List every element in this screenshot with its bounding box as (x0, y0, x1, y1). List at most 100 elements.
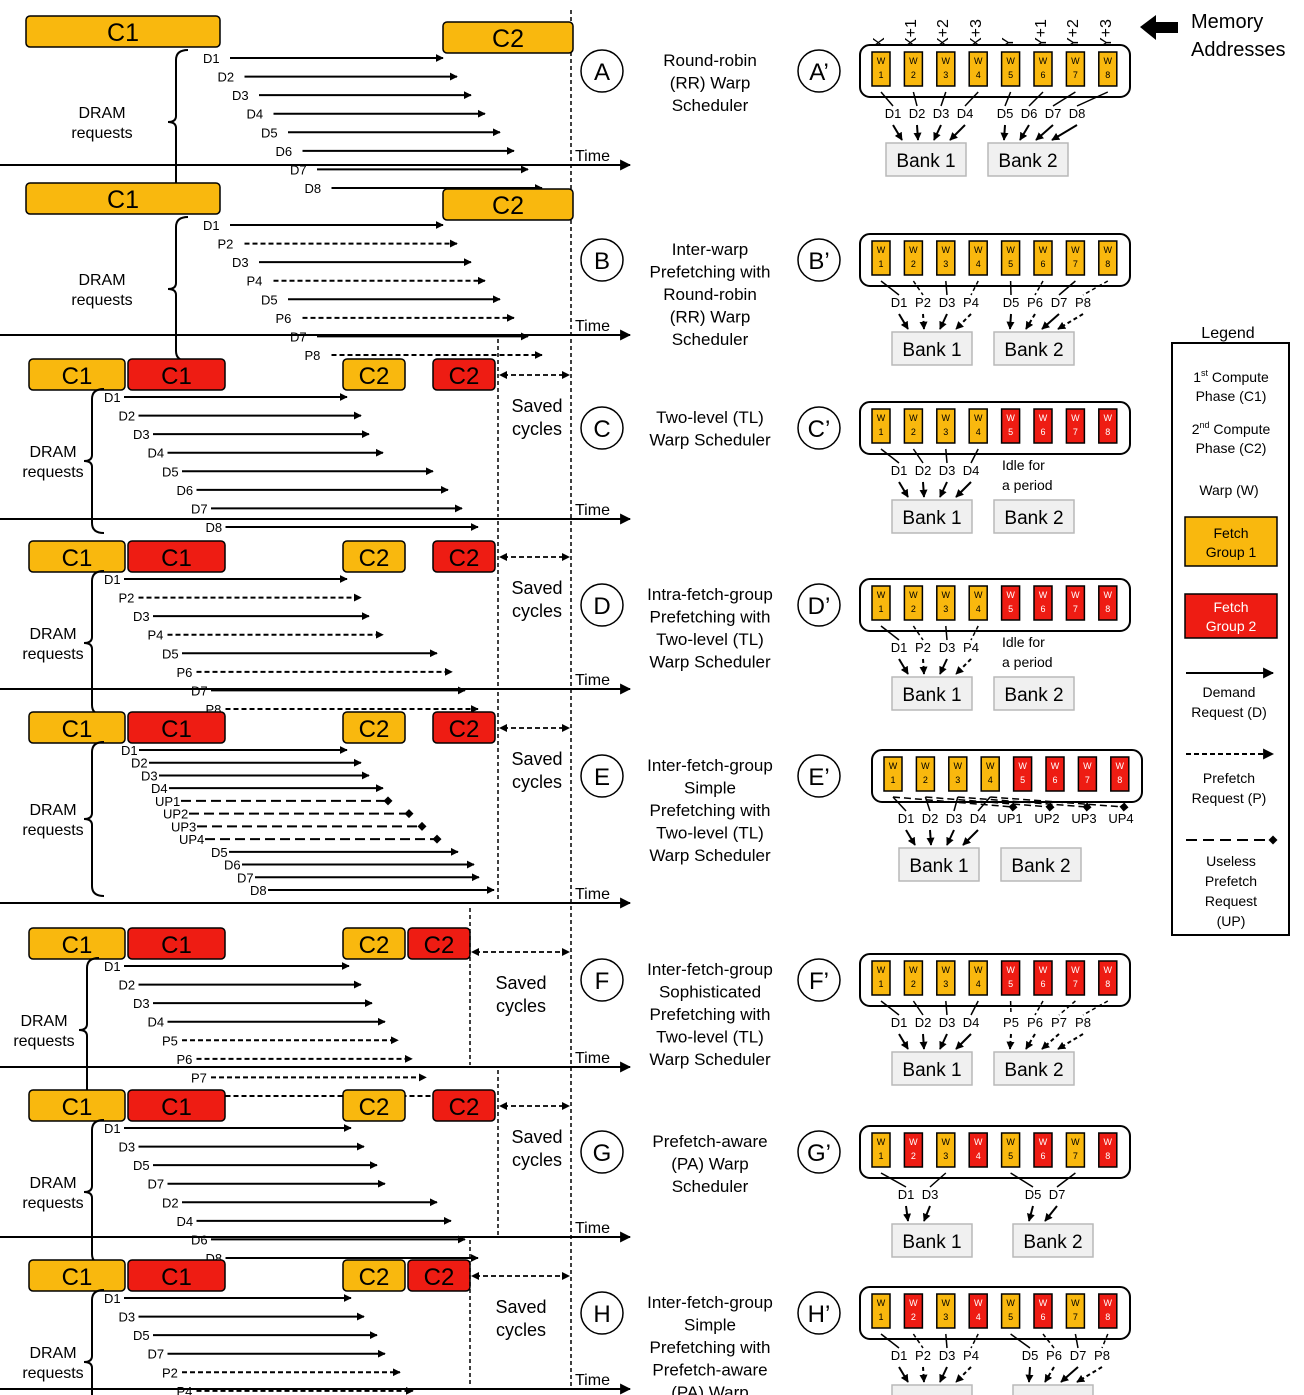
warp-number: 3 (943, 604, 948, 614)
warp-number: 6 (1040, 259, 1045, 269)
legend-fetch-group1-line2: Group 1 (1206, 544, 1257, 560)
bank-demand-arrow (946, 829, 955, 846)
warp-number: 7 (1073, 427, 1078, 437)
warp-number: 5 (1020, 775, 1025, 785)
legend-c1-line1: 1st Compute (1193, 368, 1269, 385)
warp-row (859, 44, 1131, 98)
bank-demand-arrow (1041, 313, 1060, 330)
bank-request-label: D1 (891, 1348, 908, 1363)
compute-phase-box (432, 1089, 496, 1122)
dram-requests-label-line2: requests (71, 292, 132, 309)
bank-request-label: D1 (885, 106, 902, 121)
warp-letter: W (877, 965, 886, 975)
warp-box (968, 1293, 988, 1329)
warp-letter: W (974, 965, 983, 975)
panel-letter: H (593, 1301, 610, 1328)
bank-request-label: D1 (898, 1187, 915, 1202)
compute-phase-label: C1 (107, 19, 139, 47)
warp-letter: W (1051, 761, 1060, 771)
panel-letter: G (593, 1140, 612, 1167)
useless-prefetch-label: UP1 (997, 811, 1022, 826)
warp-box (968, 51, 988, 87)
warp-box (1077, 756, 1098, 792)
panel-letter-circle (580, 583, 624, 627)
bank-request-label: D3 (922, 1187, 939, 1202)
bank-panel-letter: C’ (808, 416, 831, 443)
time-axis-label: Time (575, 672, 610, 689)
compute-phase-label: C2 (359, 363, 390, 390)
warp-box (936, 408, 956, 444)
compute-phase-box (25, 15, 221, 48)
warp-box (1000, 1293, 1021, 1329)
compute-phase-label: C2 (359, 1264, 390, 1291)
warp-to-request-connector (880, 91, 894, 107)
bank2-label: Bank 2 (1004, 340, 1063, 361)
bank-request-label: D3 (939, 640, 956, 655)
warp-letter: W (1104, 245, 1113, 255)
warp-letter: W (1104, 1298, 1113, 1308)
warp-to-request-connector (1058, 1000, 1076, 1016)
warp-box (1098, 585, 1118, 621)
warp-number: 1 (878, 1151, 883, 1161)
bank-demand-arrow (1035, 124, 1054, 141)
bank-prefetch-arrow (919, 658, 928, 675)
warp-letter: W (1039, 1137, 1048, 1147)
warp-number: 6 (1040, 1312, 1045, 1322)
legend-fetch-group2-line1: Fetch (1213, 599, 1248, 615)
warp-box (1033, 960, 1053, 996)
dram-requests-label-line2: requests (71, 125, 132, 142)
warp-to-request-connector (945, 1000, 948, 1016)
panel-letter-circle (580, 406, 624, 450)
bank-request-label: D7 (1049, 1187, 1066, 1202)
panel-letter-circle (580, 754, 624, 798)
bank1-label: Bank 1 (909, 856, 968, 877)
bank-prefetch-arrow (955, 313, 972, 330)
panel-f: C1C1C2C2DRAMrequestsD1D2D3D4P5P6P7P8Time… (0, 908, 1131, 1104)
warp-number: 8 (1105, 70, 1110, 80)
bank-request-label: D4 (957, 106, 974, 121)
scheduler-description-line: Intra-fetch-group (647, 585, 773, 604)
warp-number: 8 (1105, 1312, 1110, 1322)
warp-letter: W (1104, 1137, 1113, 1147)
dram-requests-brace (167, 49, 189, 195)
bank-request-label: D8 (1069, 106, 1086, 121)
warp-letter: W (974, 590, 983, 600)
compute-phase-box (25, 182, 221, 215)
request-label: D4 (247, 107, 264, 122)
compute-phase-box (127, 927, 226, 960)
warp-to-request-connector (1052, 91, 1076, 107)
panel-letter-circle (580, 238, 624, 282)
request-label: P4 (247, 274, 263, 289)
compute-phase-box (28, 540, 126, 573)
bank-panel-letter-circle (797, 754, 841, 798)
bank-demand-arrow (939, 1366, 948, 1383)
panel-letter: E (594, 764, 610, 791)
bank1-box (891, 499, 973, 534)
warp-box (1033, 585, 1053, 621)
bank-request-label: D2 (909, 106, 926, 121)
time-axis-label: Time (575, 148, 610, 165)
scheduler-description-line: Prefetch-aware (652, 1132, 767, 1151)
warp-number: 1 (878, 259, 883, 269)
compute-phase-label: C2 (359, 716, 390, 743)
bank2-box (1012, 1384, 1094, 1395)
warp-box (1033, 1132, 1053, 1168)
compute-phase-box (442, 21, 574, 54)
warp-number: 5 (1008, 259, 1013, 269)
warp-to-request-connector (945, 1333, 948, 1349)
saved-cycles-label-line2: cycles (512, 419, 562, 439)
scheduler-description-line: Two-level (TL) (656, 1028, 764, 1047)
warp-number: 2 (911, 427, 916, 437)
bank-request-label: P8 (1094, 1348, 1110, 1363)
compute-phase-label: C2 (424, 932, 455, 959)
request-label: P8 (305, 348, 321, 363)
bank1-box (885, 142, 967, 177)
compute-phase-label: C2 (492, 192, 524, 220)
bank1-box (898, 847, 980, 882)
bank1-box (891, 676, 973, 711)
request-label: UP2 (163, 807, 188, 822)
